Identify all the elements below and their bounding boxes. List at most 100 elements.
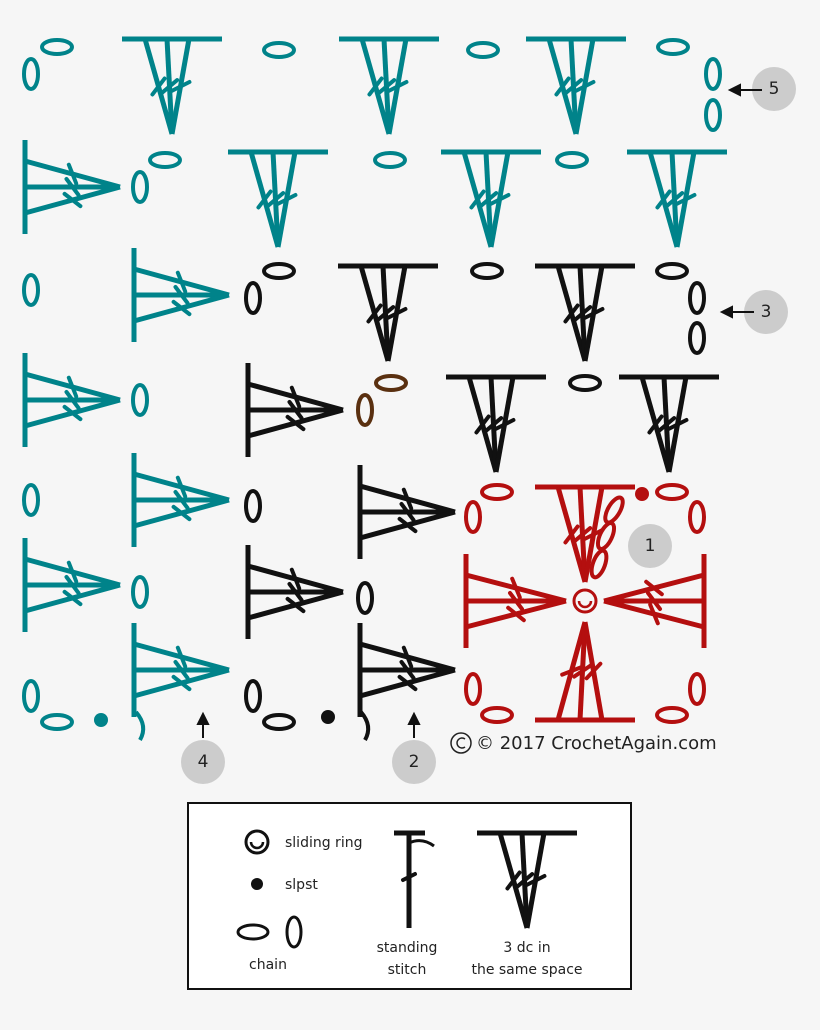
chain-stitch [480,706,514,724]
svg-text:2: 2 [409,752,420,772]
chain-stitch [568,374,602,392]
legend-3dc-label-2: the same space [471,962,582,978]
chain-stitch [244,281,262,315]
standing-stitch-icon [394,830,435,928]
chain-stitch [262,713,296,731]
round-label-1: 1 [628,524,672,568]
sliding-ring [572,588,598,614]
chain-stitch [40,713,74,731]
three-dc-cluster [245,545,344,639]
chain-stitch [464,672,482,706]
chain-stitch [131,575,149,609]
slip-stitch-icon [251,878,263,890]
legend-slpst-label: slpst [285,877,318,893]
legend: sliding ring slpst chain standing stitch… [187,802,632,990]
svg-text:3: 3 [761,302,772,322]
chain-stitch [464,500,482,534]
slip-stitch [321,710,335,724]
three-dc-cluster [446,374,546,473]
chain-stitch [22,679,40,713]
round-label-2: 2 [392,740,436,784]
chain-stitch [688,672,706,706]
three-dc-cluster [131,623,230,717]
chain-stitch [655,262,689,280]
chain-stitch [22,273,40,307]
standing-hook [134,710,146,741]
chain-stitch [480,483,514,501]
three-dc-cluster [228,149,328,248]
chain-stitch [466,41,500,59]
chain-stitch [244,489,262,523]
three-dc-cluster [339,36,439,135]
legend-chain-label: chain [249,957,287,973]
legend-sliding-ring-label: sliding ring [285,835,362,851]
chain-stitch [22,483,40,517]
chain-stitch [688,500,706,534]
three-dc-cluster [535,263,635,362]
three-dc-icon [477,830,577,929]
three-dc-cluster [22,353,121,447]
three-dc-cluster [338,263,438,362]
three-dc-cluster [463,554,567,648]
round-label-5: 5 [752,67,796,111]
legend-standing-label-1: standing [377,940,438,956]
legend-3dc-label-1: 3 dc in [503,940,550,956]
copyright-text: © 2017 CrochetAgain.com [476,733,717,754]
legend-standing-label-2: stitch [388,962,427,978]
three-dc-cluster [535,621,635,723]
three-dc-cluster [357,465,456,559]
chain-stitch [373,151,407,169]
chain-stitch [595,521,617,551]
chain-stitch [148,151,182,169]
three-dc-cluster [131,453,230,547]
chain-stitch [356,581,374,615]
chain-stitch [704,98,722,132]
chain-stitch [555,151,589,169]
chain-stitch [40,38,74,56]
svg-text:1: 1 [645,536,656,556]
chain-stitch [262,262,296,280]
three-dc-cluster [357,623,456,717]
three-dc-cluster [22,538,121,632]
copyright-icon [450,732,472,754]
chain-stitch [688,321,706,355]
svg-text:4: 4 [198,752,209,772]
chain-stitch [131,170,149,204]
three-dc-cluster [131,248,230,342]
chain-stitch [603,495,625,525]
sliding-ring-icon [244,829,270,855]
three-dc-cluster [477,830,577,929]
three-dc-cluster [627,149,727,248]
chain-stitch [374,374,408,392]
standing-hook [359,710,371,741]
chain-stitch [655,483,689,501]
round-label-3: 3 [744,290,788,334]
chain-stitch [704,57,722,91]
three-dc-cluster [526,36,626,135]
three-dc-cluster [619,374,719,473]
round-label-4: 4 [181,740,225,784]
chain-stitch [262,41,296,59]
chain-icon [236,915,303,949]
three-dc-cluster [441,149,541,248]
three-dc-cluster [22,140,121,234]
slip-stitch [635,487,649,501]
slip-stitch [94,713,108,727]
three-dc-cluster [535,484,635,583]
chain-stitch [244,679,262,713]
three-dc-cluster [603,554,707,648]
stitch-chart-area [22,36,727,741]
three-dc-cluster [122,36,222,135]
chain-stitch [470,262,504,280]
chain-stitch [688,281,706,315]
chain-stitch [356,393,374,427]
chain-stitch [22,57,40,91]
three-dc-cluster [245,363,344,457]
arrow-icon [196,83,762,738]
chain-stitch [655,706,689,724]
chain-stitch [656,38,690,56]
chain-stitch [589,548,609,580]
chain-stitch [131,383,149,417]
svg-text:5: 5 [769,79,780,99]
